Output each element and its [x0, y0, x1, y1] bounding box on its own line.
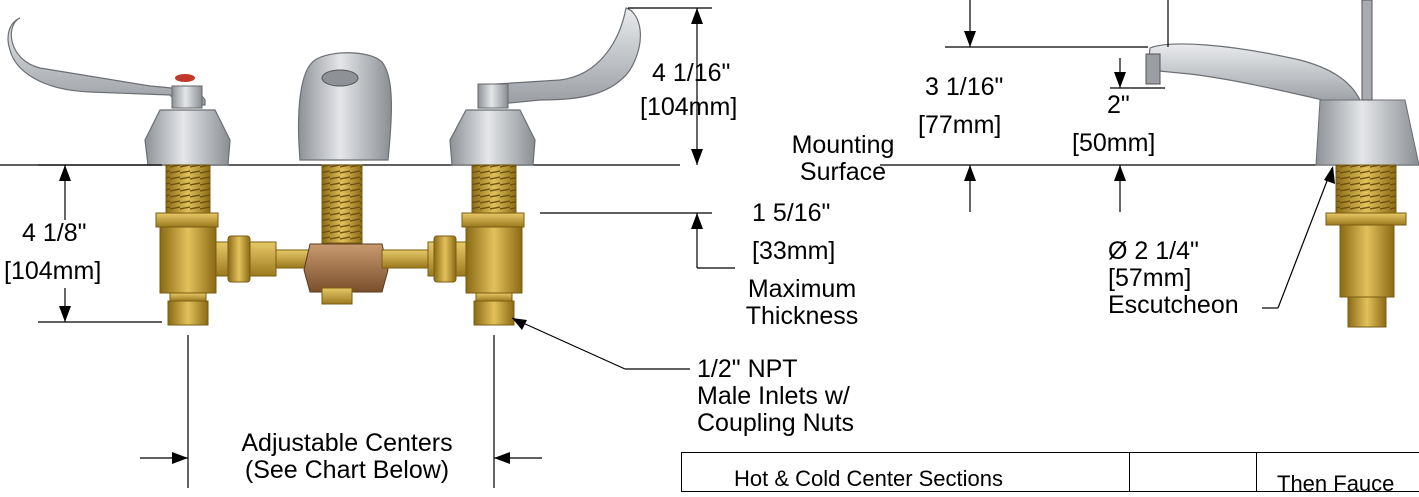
adjustable-centers-line-1: Adjustable Centers [241, 429, 453, 457]
center-spout-front [297, 52, 393, 244]
shank-length-imperial: 4 1/8" [22, 219, 87, 247]
handle-height-metric: 104mm [646, 93, 731, 121]
deck-thickness-metric-bracket: [33mm] [752, 237, 836, 265]
max-thickness-line-1: Maximum [747, 275, 857, 303]
crossover-assembly [215, 235, 473, 305]
escutcheon-line-2: [57mm] [1108, 264, 1192, 292]
inlets-line-1: 1/2" NPT [697, 355, 798, 383]
inlets-line-2: Male Inlets w/ [697, 382, 850, 410]
max-thickness-line-2: Thickness [745, 302, 859, 330]
escutcheon-line-1: Ø 2 1/4" [1108, 237, 1199, 265]
table-header-cell-2 [1130, 453, 1257, 491]
escutcheon-label: Ø 2 1/4" [57mm] Escutcheon [1108, 238, 1239, 319]
left-handle-assembly [7, 17, 231, 326]
mounting-line-2: Surface [799, 158, 887, 186]
outlet-clearance-imperial: 2" [1107, 91, 1130, 119]
adjustable-centers-line-2: (See Chart Below) [244, 456, 450, 484]
escutcheon-line-3: Escutcheon [1108, 291, 1239, 319]
table-header-cell-1: Hot & Cold Center Sections [682, 453, 1130, 491]
inlets-line-3: Coupling Nuts [697, 409, 855, 437]
shank-length-metric-bracket: [104mm] [4, 257, 102, 285]
mounting-surface-label: Mounting Surface [778, 132, 908, 186]
spout-height-metric-bracket: [77mm] [918, 111, 1002, 139]
adjustable-centers-label: Adjustable Centers (See Chart Below) [222, 430, 472, 484]
outlet-clearance-metric-bracket: [50mm] [1072, 129, 1156, 157]
centers-chart-table: Hot & Cold Center Sections Then Fauce [681, 452, 1419, 496]
dimension-arrows [59, 8, 1335, 464]
handle-height-imperial: 4 1/16" [652, 59, 731, 87]
outlet-clearance-metric: 50mm [1078, 129, 1149, 157]
handle-height-metric-bracket: [104mm] [640, 93, 738, 121]
side-view-assembly [1145, 0, 1419, 328]
table-header-cell-3: Then Fauce [1257, 453, 1419, 496]
table-header-1: Hot & Cold Center Sections [734, 466, 1004, 491]
right-handle-assembly [449, 7, 641, 326]
shank-length-metric: 104mm [10, 257, 95, 285]
table-header-3: Then Fauce [1277, 471, 1395, 496]
deck-thickness-metric: 33mm [758, 237, 829, 265]
mounting-line-1: Mounting [791, 131, 895, 159]
spout-height-imperial: 3 1/16" [925, 73, 1004, 101]
spout-height-metric: 77mm [924, 111, 995, 139]
deck-thickness-imperial: 1 5/16" [752, 199, 831, 227]
inlets-label: 1/2" NPT Male Inlets w/ Coupling Nuts [697, 356, 854, 437]
max-thickness-label: Maximum Thickness [732, 276, 872, 330]
